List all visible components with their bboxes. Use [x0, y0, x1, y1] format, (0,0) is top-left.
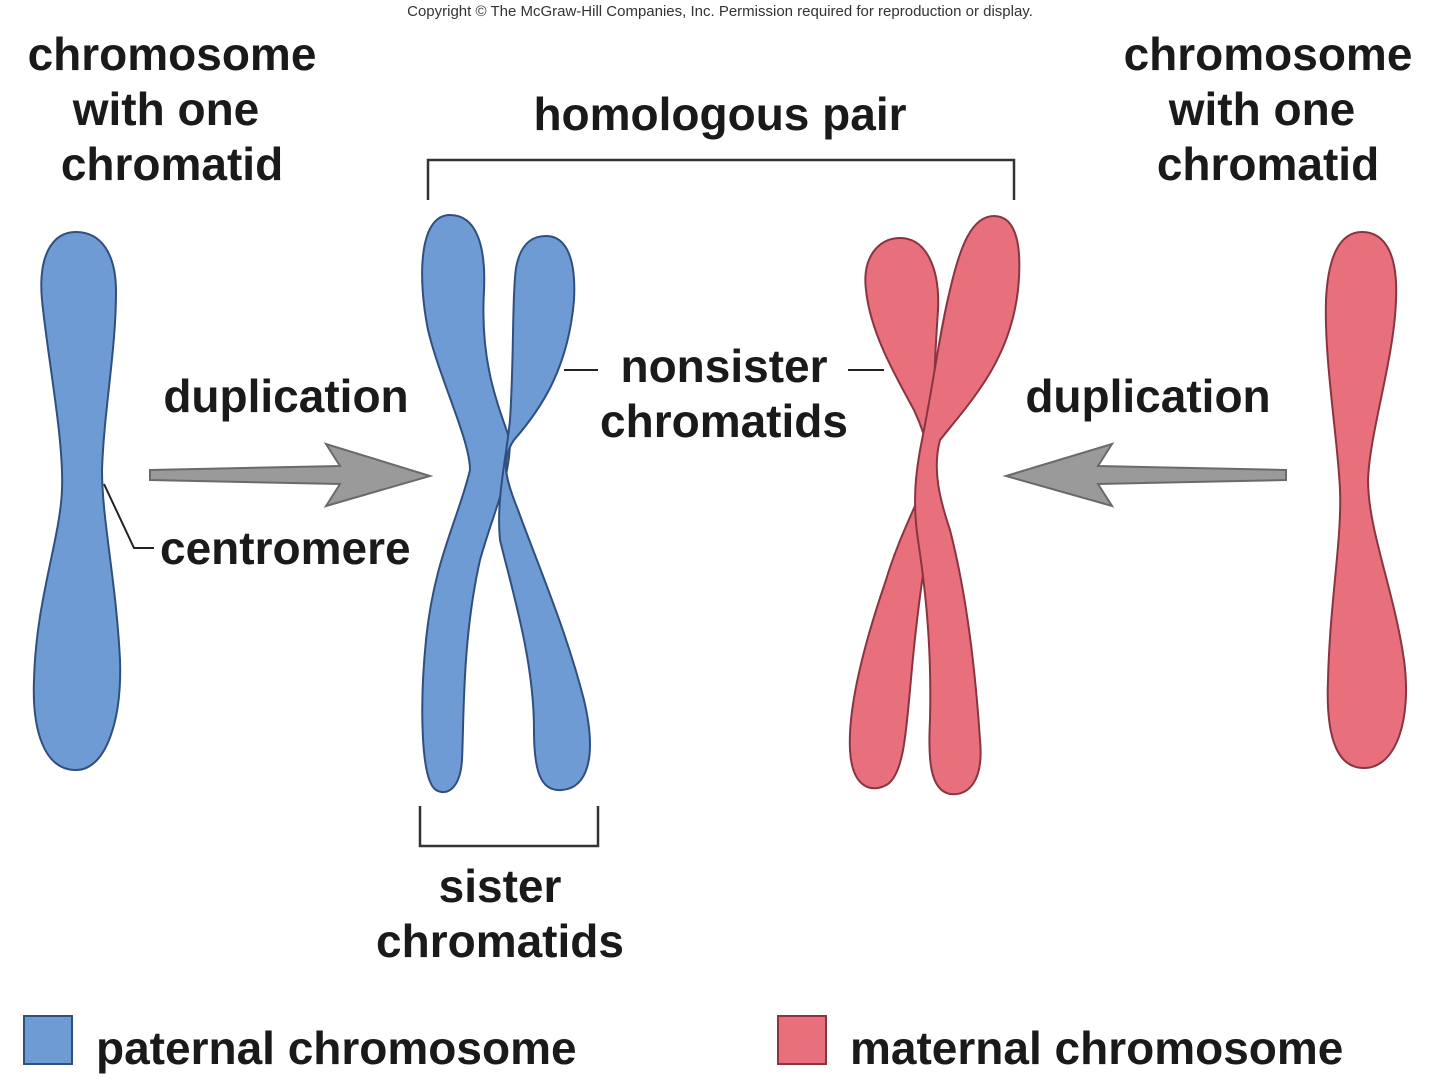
legend-maternal-label: maternal chromosome	[850, 1022, 1343, 1074]
arrow-left-icon	[1002, 442, 1287, 508]
left-title-line-1: chromosome	[28, 28, 317, 80]
maternal-color-swatch	[777, 1015, 827, 1065]
left-title-line-2: with one	[72, 83, 260, 135]
paternal-color-swatch	[23, 1015, 73, 1065]
left-title: chromosome with one chromatid	[28, 28, 317, 190]
copyright-notice: Copyright © The McGraw-Hill Companies, I…	[407, 3, 1033, 20]
nonsister-label-line-2: chromatids	[600, 395, 848, 447]
maternal-chromatid-right	[914, 214, 1021, 796]
duplication-label-right: duplication	[1025, 370, 1270, 422]
legend: paternal chromosome maternal chromosome	[23, 1015, 1343, 1074]
right-title: chromosome with one chromatid	[1124, 28, 1413, 190]
right-title-line-3: chromatid	[1157, 138, 1379, 190]
right-title-line-2: with one	[1168, 83, 1356, 135]
duplication-label-left: duplication	[163, 370, 408, 422]
centromere-label: centromere	[160, 522, 411, 574]
paternal-chromatid-left	[421, 213, 512, 794]
homologous-pair-label: homologous pair	[533, 88, 906, 140]
paternal-chromatid-right	[498, 234, 591, 792]
paternal-single-chromatid	[32, 230, 122, 772]
paternal-duplicated-chromosome	[421, 213, 591, 794]
maternal-single-chromatid	[1324, 230, 1408, 770]
sister-label-line-1: sister	[439, 860, 562, 912]
maternal-duplicated-chromosome	[848, 214, 1021, 796]
centromere-leader-line	[103, 483, 154, 549]
sister-label-line-2: chromatids	[376, 915, 624, 967]
legend-paternal-label: paternal chromosome	[96, 1022, 577, 1074]
sister-chromatids-bracket	[418, 806, 600, 848]
nonsister-label-line-1: nonsister	[620, 340, 827, 392]
homologous-pair-bracket	[426, 158, 1016, 200]
arrow-right-icon	[149, 442, 434, 508]
left-title-line-3: chromatid	[61, 138, 283, 190]
right-title-line-1: chromosome	[1124, 28, 1413, 80]
